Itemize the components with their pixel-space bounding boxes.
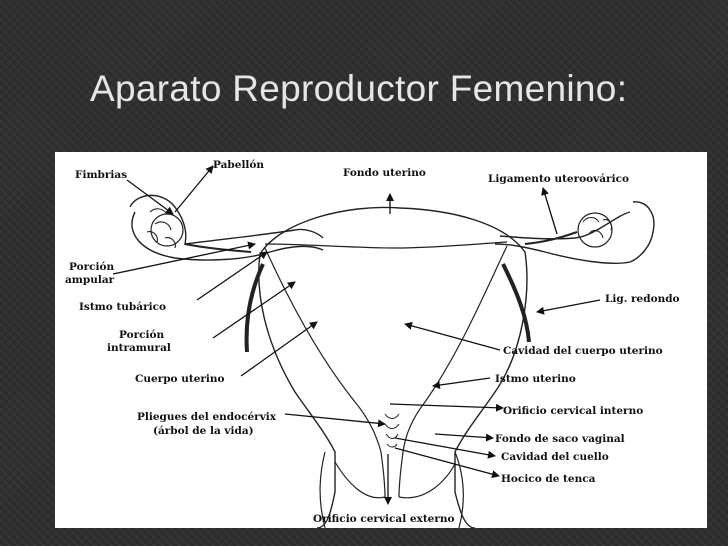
uterus-diagram-svg: Fimbrias Pabellón Fondo uterino Ligament… — [65, 159, 680, 528]
vaginal-wall — [319, 451, 464, 528]
arrow-orificio-interno — [389, 403, 504, 412]
label-fondo-uterino: Fondo uterino — [343, 167, 426, 179]
anatomy-drawing — [129, 194, 655, 528]
arrow-pliegues — [284, 413, 386, 428]
endocervix-folds — [384, 413, 400, 448]
uterus-diagram: Fimbrias Pabellón Fondo uterino Ligament… — [55, 152, 707, 528]
cervical-canal — [380, 451, 404, 498]
arrow-cavidad-cuello — [394, 437, 496, 459]
label-cavidad-cuello: Cavidad del cuello — [501, 451, 609, 463]
label-istmo-tubarico: Istmo tubárico — [79, 301, 166, 313]
arrow-fondo-saco — [434, 433, 494, 442]
label-pliegues-line1: Pliegues del endocérvix — [137, 411, 277, 423]
label-orificio-interno: Orificio cervical interno — [503, 405, 643, 417]
arrow-hocico-tenca — [394, 447, 500, 479]
arrow-porcion-intramural — [212, 281, 296, 339]
arrow-porcion-ampular — [112, 241, 256, 275]
arrow-pabellon — [174, 165, 214, 213]
right-fimbriae — [582, 216, 613, 239]
label-pliegues-line2: (árbol de la vida) — [153, 425, 254, 437]
arrow-istmo-tubarico — [196, 251, 268, 301]
label-porcion-ampular-line2: ampular — [65, 274, 115, 286]
uterine-cavity — [264, 241, 508, 453]
label-hocico-tenca: Hocico de tenca — [501, 473, 596, 485]
label-porcion-intramural-line2: intramural — [107, 342, 171, 354]
label-lig-redondo: Lig. redondo — [605, 293, 680, 305]
arrow-cuerpo-uterino — [240, 321, 318, 377]
label-pabellon: Pabellón — [213, 159, 264, 171]
arrow-cavidad-cuerpo — [404, 321, 501, 351]
diagram-labels: Fimbrias Pabellón Fondo uterino Ligament… — [65, 159, 680, 525]
left-fimbriae — [146, 208, 176, 249]
label-porcion-intramural-line1: Porción — [119, 329, 165, 341]
label-istmo-uterino: Istmo uterino — [495, 373, 576, 385]
label-fimbrias: Fimbrias — [75, 169, 127, 181]
arrow-lig-redondo — [536, 299, 601, 315]
left-round-ligament — [244, 263, 265, 353]
label-ligamento-uteroovarico: Ligamento uteroovárico — [488, 173, 629, 185]
left-ampulla — [150, 213, 184, 247]
uterus-outline — [258, 206, 528, 528]
label-porcion-ampular-line1: Porción — [69, 261, 115, 273]
label-cuerpo-uterino: Cuerpo uterino — [135, 373, 225, 385]
left-ovarian-ligament — [184, 243, 252, 253]
left-fallopian-tube — [129, 194, 324, 245]
right-round-ligament — [501, 263, 531, 343]
arrow-istmo-uterino — [432, 377, 491, 389]
right-ampulla — [577, 212, 613, 248]
label-fondo-saco: Fondo de saco vaginal — [495, 433, 625, 445]
right-ovarian-ligament — [524, 231, 578, 245]
label-cavidad-cuerpo: Cavidad del cuerpo uterino — [503, 345, 663, 357]
right-fallopian-tube — [494, 201, 655, 264]
leader-arrows — [112, 165, 601, 505]
arrow-ligamento-uteroovarico — [541, 187, 558, 235]
arrow-fimbrias — [126, 179, 174, 215]
label-orificio-externo: Orificio cervical externo — [313, 513, 455, 525]
slide-title: Aparato Reproductor Femenino: — [90, 68, 628, 109]
